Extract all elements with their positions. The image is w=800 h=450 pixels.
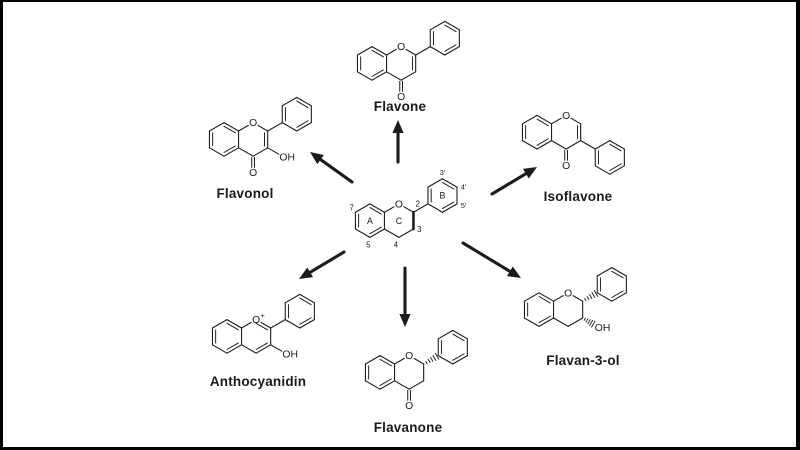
- label-isoflavone: Isoflavone: [543, 189, 613, 204]
- arrow-to-flavone: [392, 120, 404, 164]
- atom-label: OH: [595, 323, 611, 334]
- ring-label-b: B: [440, 191, 446, 201]
- anthocyanidin-drawing: O+ OH: [211, 293, 315, 361]
- structure-flavonol: O O OH: [208, 93, 328, 183]
- atom-label: O: [397, 42, 405, 53]
- position-label-4: 4: [394, 241, 399, 250]
- atom-label: OH: [279, 153, 295, 164]
- label-flavone: Flavone: [373, 99, 427, 114]
- position-label-2: 2: [416, 200, 421, 209]
- structure-flavan-3-ol: O OH: [523, 260, 643, 338]
- flavan-3-ol-drawing: O OH: [523, 267, 627, 334]
- label-flavan-3-ol: Flavan-3-ol: [546, 353, 620, 368]
- arrow-to-flavonol: [310, 152, 354, 184]
- atom-label: OH: [282, 350, 298, 361]
- label-anthocyanidin: Anthocyanidin: [209, 374, 307, 389]
- label-flavanone: Flavanone: [373, 420, 443, 435]
- arrow-to-isoflavone: [490, 167, 537, 196]
- skeleton-drawing: O A C B 7 5 4 3 2 3' 4' 5': [349, 168, 467, 250]
- atom-label: O: [249, 168, 257, 179]
- arrow-to-flavanone: [399, 266, 411, 327]
- atom-label: O: [249, 118, 257, 129]
- atom-label: O: [405, 351, 413, 362]
- label-flavonol: Flavonol: [216, 186, 274, 201]
- ring-label-c: C: [396, 216, 402, 226]
- structure-flavan-skeleton: O A C B 7 5 4 3 2 3' 4' 5': [346, 168, 472, 251]
- charge-label: +: [260, 311, 265, 320]
- isoflavone-drawing: OO: [521, 111, 625, 175]
- atom-label: O: [252, 315, 260, 326]
- arrow-to-anthocyanidin: [299, 250, 346, 279]
- atom-label: O: [397, 92, 405, 103]
- atom-label: O: [564, 288, 572, 299]
- position-label-7: 7: [349, 203, 354, 212]
- ring-label-a: A: [367, 216, 373, 226]
- atom-label: O: [562, 161, 570, 172]
- position-label-3prime: 3': [440, 168, 446, 177]
- atom-label: O: [405, 401, 413, 412]
- atom-label: O: [395, 199, 403, 210]
- position-label-5prime: 5': [461, 201, 467, 210]
- position-label-3: 3: [417, 225, 422, 234]
- position-label-5: 5: [366, 241, 371, 250]
- flavone-drawing: OO: [356, 20, 460, 103]
- flavonol-drawing: O O OH: [208, 96, 312, 179]
- structure-anthocyanidin: O+ OH: [211, 290, 331, 366]
- arrow-to-flavan-3-ol: [461, 241, 521, 278]
- flavanone-drawing: OO: [364, 329, 468, 412]
- atom-label: O: [562, 111, 570, 122]
- position-label-4prime: 4': [461, 183, 467, 192]
